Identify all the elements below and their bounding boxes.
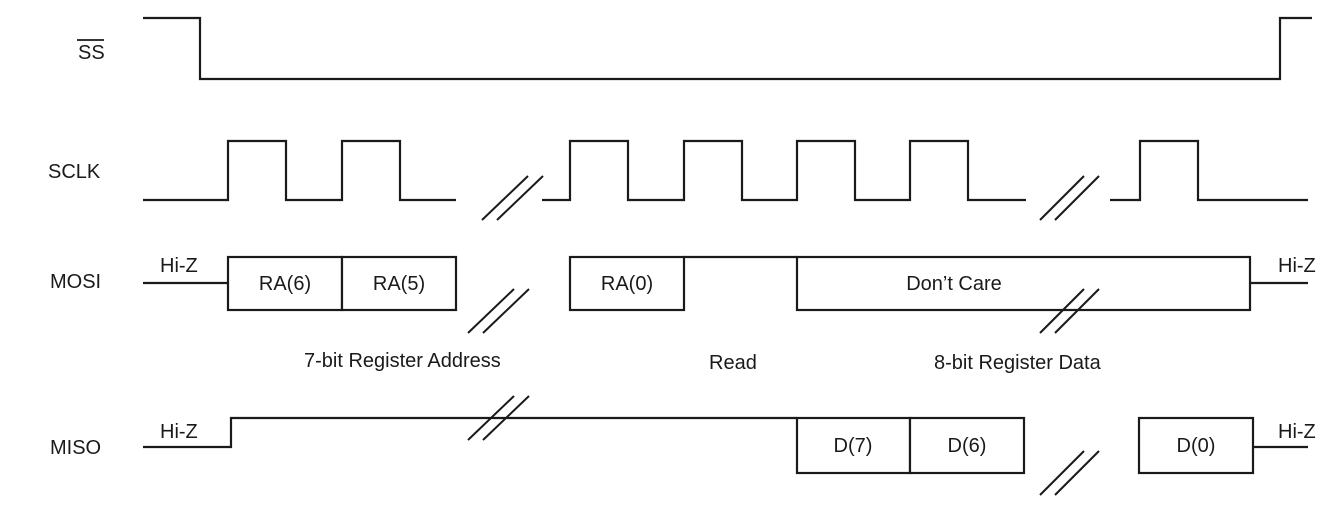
mosi-hiz-right: Hi-Z [1278,255,1316,277]
mosi-break-mark [482,288,530,334]
miso-box-d7 [795,416,912,475]
mosi-box-ra5-label: RA(5) [373,273,425,295]
register-data-note: 8-bit Register Data [934,352,1102,374]
sclk-break-mark [481,175,529,221]
miso-hiz-left: Hi-Z [160,421,198,443]
read-note: Read [709,352,757,374]
miso-box-d0 [1137,416,1255,475]
miso-break-mark [1039,450,1085,496]
miso-break-mark [482,395,530,441]
sclk-break-mark [1039,175,1085,221]
mosi-box-dont-care-label: Don’t Care [906,273,1002,295]
miso-waveform [143,416,797,449]
mosi-box-ra6-label: RA(6) [259,273,311,295]
sclk-waveform-segment-1 [143,139,456,202]
miso-box-d7-label: D(7) [834,435,873,457]
sclk-break-mark [496,175,544,221]
miso-box-d6-label: D(6) [948,435,987,457]
ss-waveform [143,16,1312,81]
mosi-box-dont-care [795,255,1252,312]
miso-box-d0-label: D(0) [1177,435,1216,457]
mosi-box-ra5 [340,255,458,312]
sclk-break-mark [1054,175,1100,221]
sclk-waveform-segment-3 [1110,139,1308,202]
mosi-break-mark [1039,288,1085,334]
miso-hiz-right: Hi-Z [1278,421,1316,443]
register-address-note: 7-bit Register Address [304,350,501,372]
miso-break-mark [467,395,515,441]
mosi-label: MOSI [50,271,101,293]
mosi-break-mark [467,288,515,334]
miso-label: MISO [50,437,101,459]
miso-break-mark [1054,450,1100,496]
mosi-hiz-left: Hi-Z [160,255,198,277]
miso-box-d6 [908,416,1026,475]
ss-label: SS [78,42,105,64]
mosi-box-ra0 [568,255,686,312]
mosi-box-ra0-label: RA(0) [601,273,653,295]
mosi-break-mark [1054,288,1100,334]
sclk-label: SCLK [48,161,101,183]
sclk-waveform-segment-2 [542,139,1026,202]
mosi-box-ra6 [226,255,344,312]
